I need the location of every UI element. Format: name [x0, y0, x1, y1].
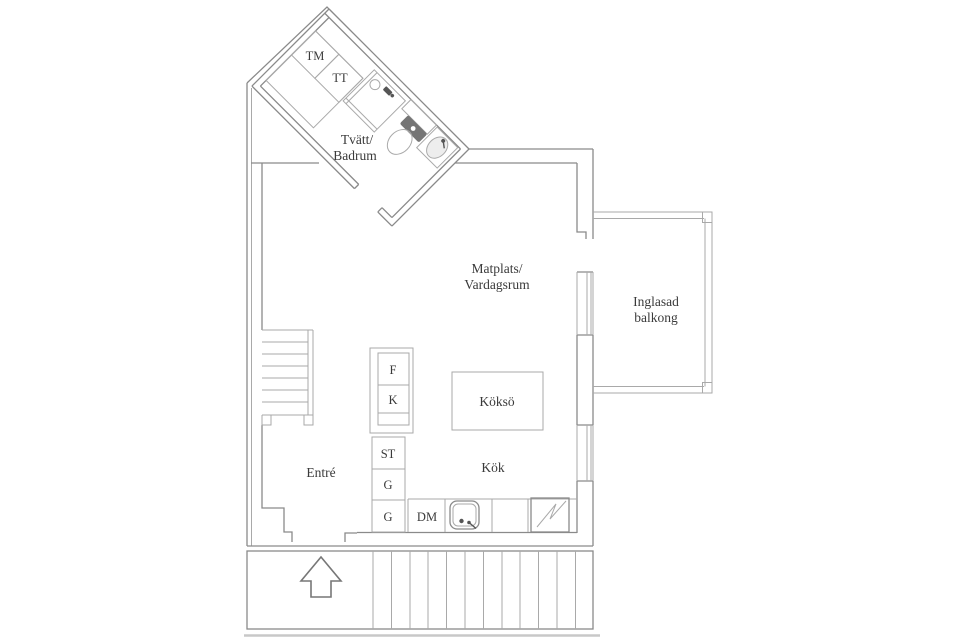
balcony-window-upper: [576, 271, 594, 336]
dryer-box: [314, 53, 364, 104]
kitchen-counter: [407, 497, 577, 533]
interior-walls: [247, 148, 594, 547]
label-cabinet-k: K: [388, 393, 397, 407]
balcony-glazing: [593, 211, 713, 394]
label-balcony-line2: balkong: [634, 310, 678, 325]
cabinet-g2: [371, 499, 406, 533]
laundry-bench: [265, 30, 364, 129]
bathroom-sink-icon: [415, 126, 459, 169]
kitchen-island: [451, 371, 544, 431]
window-lower: [576, 424, 594, 482]
label-dryer: TT: [332, 71, 348, 85]
bathroom-block: [251, 8, 470, 227]
label-kitchen: Kök: [481, 460, 504, 475]
label-bathroom-line1: Tvätt/: [341, 132, 373, 147]
label-bathroom-line2: Badrum: [333, 148, 377, 163]
left-wall: [246, 83, 252, 546]
label-entry: Entré: [306, 465, 335, 480]
label-dishwasher: DM: [417, 510, 437, 524]
kitchen-cabinets: [369, 347, 414, 533]
label-washing-machine: TM: [306, 49, 325, 63]
label-cabinet-g1: G: [383, 478, 392, 492]
label-cabinet-f: F: [390, 363, 397, 377]
label-living-line1: Matplats/: [472, 261, 523, 276]
label-living-line2: Vardagsrum: [464, 277, 530, 292]
toilet-icon: [386, 115, 427, 155]
label-balcony-line1: Inglasad: [633, 294, 679, 309]
label-cabinet-st: ST: [381, 447, 396, 461]
kitchen-sink-icon: [449, 500, 480, 530]
shower-icon: [342, 69, 407, 133]
stairs-interior: [261, 329, 314, 426]
stairs-exterior: [246, 550, 594, 630]
stove-icon: [530, 497, 570, 533]
label-island: Köksö: [479, 394, 515, 409]
label-cabinet-g2: G: [383, 510, 392, 524]
entrance-arrow-icon: [299, 555, 343, 598]
